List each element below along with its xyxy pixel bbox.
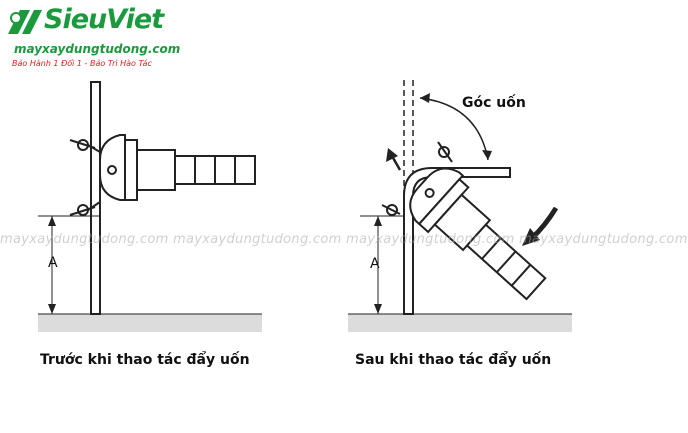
dimension-label-left: A bbox=[48, 255, 58, 271]
caption-after: Sau khi thao tác đẩy uốn bbox=[355, 352, 552, 368]
caption-before: Trước khi thao tác đẩy uốn bbox=[40, 352, 250, 368]
angle-arc bbox=[419, 97, 489, 161]
brand-emblem-icon bbox=[8, 10, 42, 34]
brand-name: SieuViet bbox=[44, 4, 164, 35]
bending-diagram: SieuViet mayxaydungtudong.com Bảo Hành 1… bbox=[0, 4, 688, 368]
rebar-bent bbox=[403, 167, 511, 315]
angle-label: Góc uốn bbox=[462, 95, 526, 111]
bender-tool-left bbox=[69, 134, 256, 216]
diagram-drawing bbox=[38, 80, 572, 332]
dimension-label-right: A bbox=[370, 256, 380, 272]
rebar-left bbox=[90, 81, 101, 315]
brand-logo: SieuViet mayxaydungtudong.com Bảo Hành 1… bbox=[6, 4, 180, 74]
floor-slab-left bbox=[38, 314, 262, 332]
brand-slogan: Bảo Hành 1 Đổi 1 - Bảo Trì Hào Tác bbox=[12, 59, 152, 68]
brand-site: mayxaydungtudong.com bbox=[14, 42, 181, 56]
floor-slab-right bbox=[348, 314, 572, 332]
bender-tool-right bbox=[409, 167, 547, 301]
watermark: mayxaydungtudong.com mayxaydungtudong.co… bbox=[0, 232, 688, 247]
